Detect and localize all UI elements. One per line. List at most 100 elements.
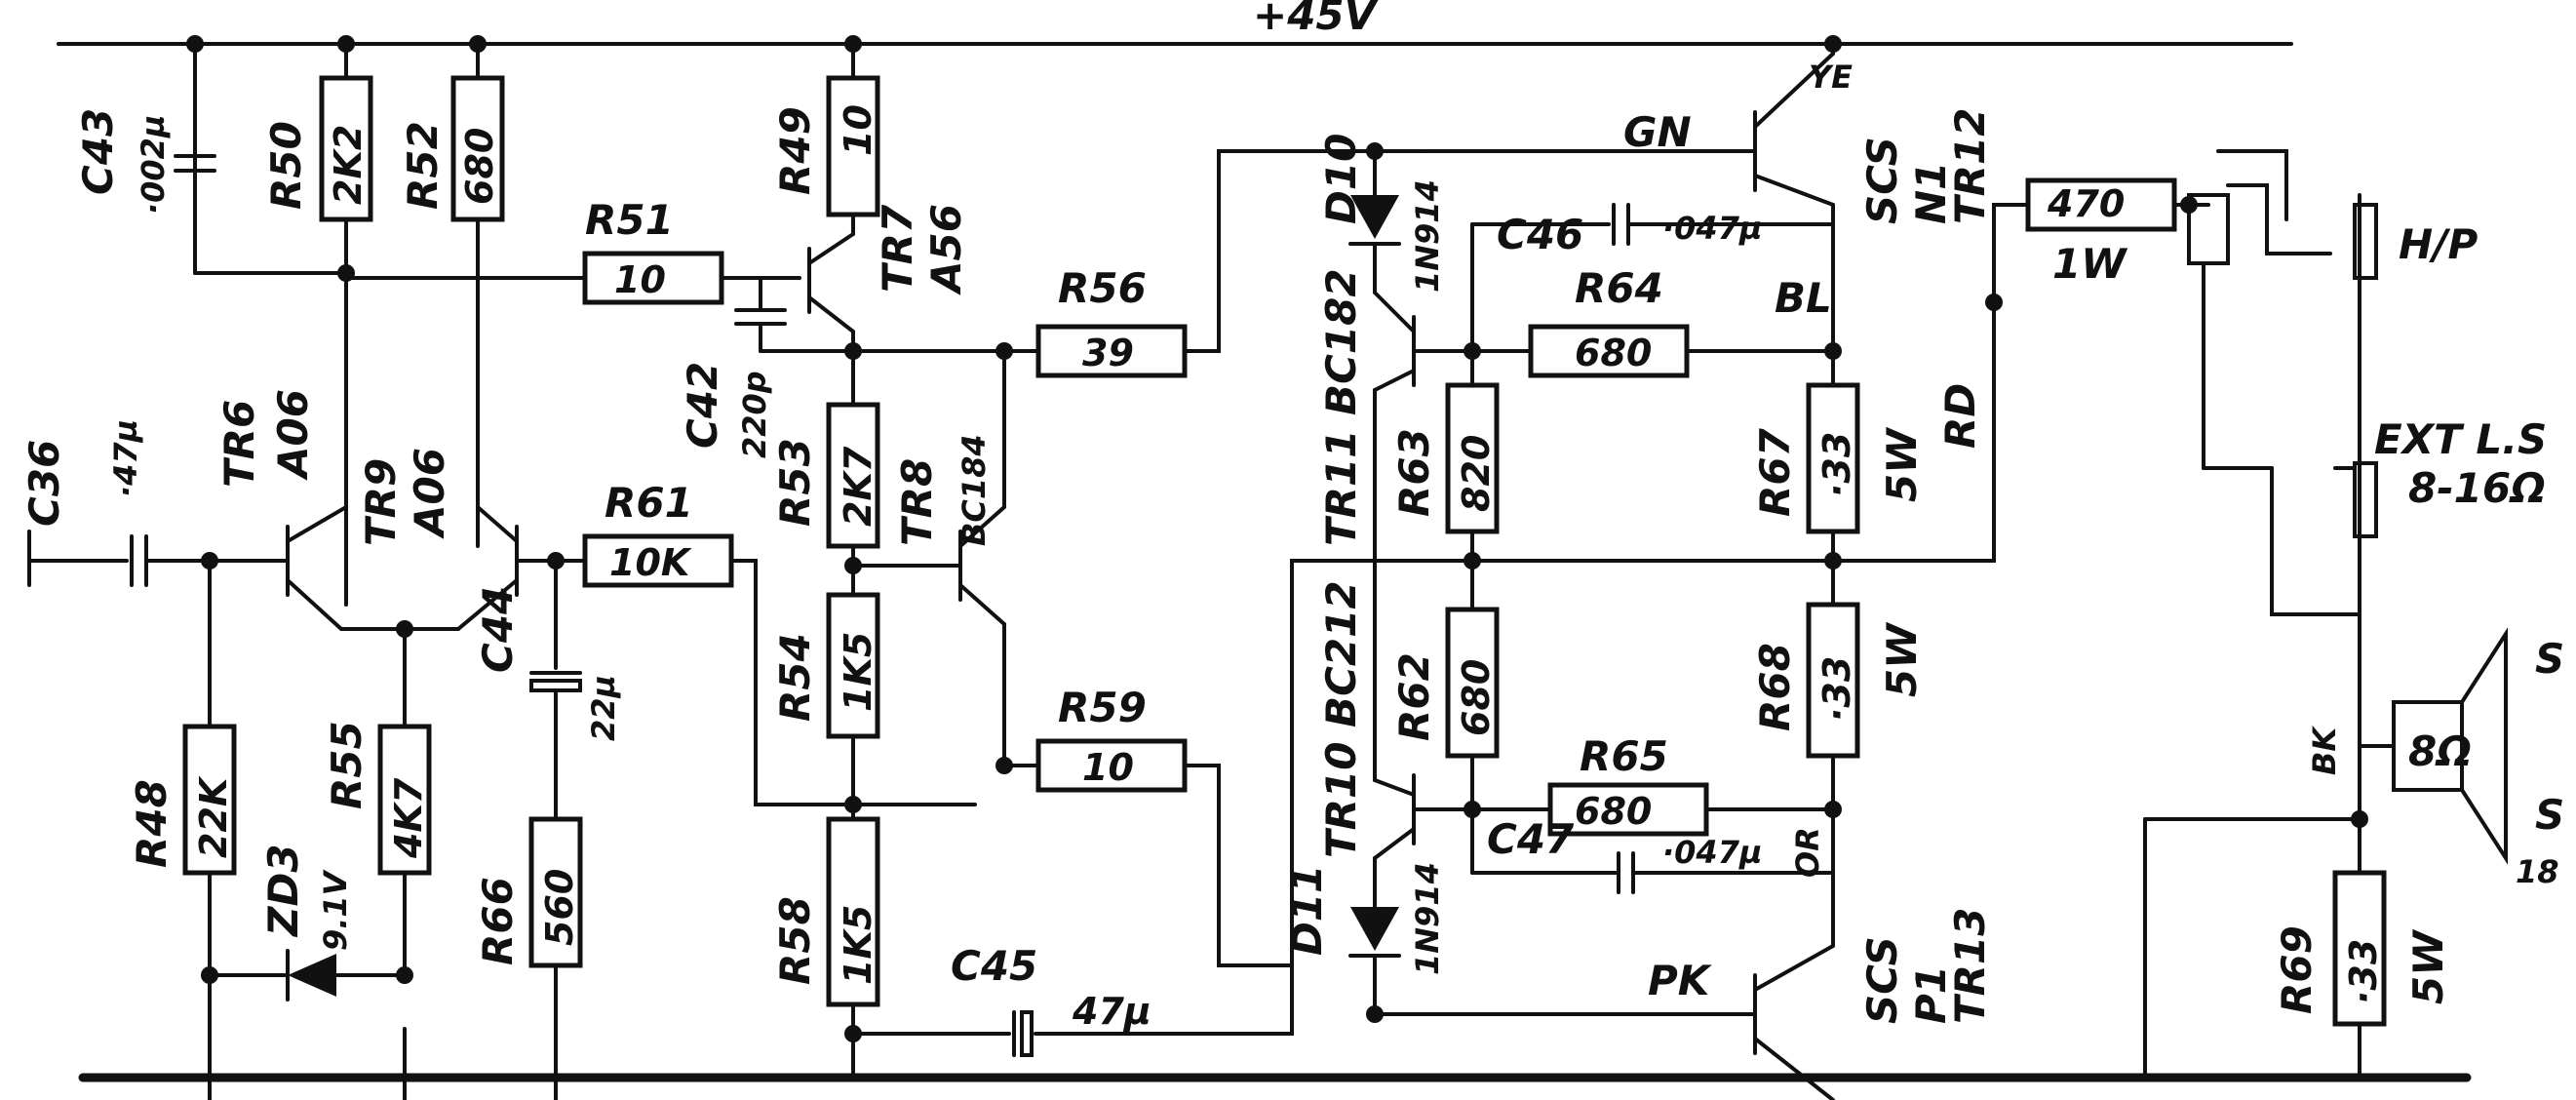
svg-text:220p: 220p bbox=[736, 371, 773, 458]
rating-r67: 5W bbox=[1878, 426, 1926, 502]
wire-label-or: OR bbox=[1789, 827, 1826, 878]
label-tr6: TR6 bbox=[215, 400, 263, 488]
svg-text:R63: R63 bbox=[1390, 428, 1438, 517]
svg-text:R49: R49 bbox=[771, 106, 819, 195]
svg-text:10: 10 bbox=[837, 104, 879, 156]
svg-text:D10: D10 bbox=[1317, 134, 1365, 224]
right-fragment-1: S bbox=[2535, 635, 2564, 683]
svg-text:2K2: 2K2 bbox=[327, 125, 370, 205]
label-c45: C45 bbox=[951, 942, 1037, 990]
value-c45: 47µ bbox=[1072, 990, 1151, 1033]
svg-text:R53: R53 bbox=[771, 438, 819, 527]
value-r62: 680 bbox=[1455, 659, 1498, 736]
label-tr13-p1: P1 bbox=[1907, 965, 1955, 1024]
svg-text:SCS: SCS bbox=[1858, 137, 1906, 224]
value-r69: ·33 bbox=[2342, 939, 2385, 1004]
value-r64: 680 bbox=[1575, 332, 1652, 374]
value-r53: 2K7 bbox=[837, 446, 879, 527]
label-tr13-ref: TR13 bbox=[1946, 908, 1994, 1024]
svg-text:TR11 BC182: TR11 BC182 bbox=[1317, 268, 1365, 546]
svg-text:4K7: 4K7 bbox=[387, 777, 430, 859]
svg-text:2K7: 2K7 bbox=[837, 446, 879, 527]
svg-text:680: 680 bbox=[458, 128, 501, 205]
svg-text:N1: N1 bbox=[1907, 162, 1955, 224]
label-c36: C36 bbox=[20, 440, 68, 527]
value-c46: ·047µ bbox=[1662, 210, 1763, 247]
svg-text:TR9: TR9 bbox=[357, 458, 405, 546]
right-fragment-2: S bbox=[2535, 791, 2564, 839]
value-r58: 1K5 bbox=[837, 905, 879, 985]
type-tr9: A06 bbox=[406, 448, 453, 539]
label-r50: R50 bbox=[262, 121, 310, 210]
svg-text:R48: R48 bbox=[128, 779, 176, 868]
value-c42: 220p bbox=[736, 371, 773, 458]
label-c47: C47 bbox=[1487, 815, 1575, 863]
value-c36: ·47µ bbox=[107, 419, 144, 497]
label-ext-speaker: EXT L.S bbox=[2374, 415, 2547, 463]
label-r61: R61 bbox=[605, 479, 693, 527]
resistor-r52 bbox=[450, 75, 505, 222]
speaker-cone bbox=[2460, 627, 2508, 865]
supply-label: +45V bbox=[1253, 0, 1380, 39]
label-c46: C46 bbox=[1497, 211, 1583, 258]
svg-text:C44: C44 bbox=[474, 586, 522, 673]
type-tr7: A56 bbox=[922, 204, 970, 295]
label-r62: R62 bbox=[1390, 652, 1438, 741]
svg-text:·002µ: ·002µ bbox=[135, 115, 172, 216]
svg-text:1K5: 1K5 bbox=[837, 632, 879, 712]
svg-text:C42: C42 bbox=[679, 362, 726, 449]
value-r48: 22K bbox=[192, 775, 235, 858]
label-c43: C43 bbox=[74, 108, 122, 195]
svg-text:C36: C36 bbox=[20, 440, 68, 527]
svg-text:R52: R52 bbox=[399, 121, 447, 210]
value-r68: ·33 bbox=[1815, 656, 1858, 722]
value-r51: 10 bbox=[614, 258, 666, 301]
label-r53: R53 bbox=[771, 438, 819, 527]
resistor-r66 bbox=[528, 816, 583, 968]
label-zd3: ZD3 bbox=[259, 844, 307, 938]
diode-d11 bbox=[1350, 907, 1399, 951]
label-tr11: TR11 BC182 bbox=[1317, 268, 1365, 546]
wire-label-rd: RD bbox=[1936, 383, 1984, 449]
svg-text:820: 820 bbox=[1455, 435, 1498, 512]
value-r67: ·33 bbox=[1815, 432, 1858, 497]
label-tr8: TR8 bbox=[893, 458, 941, 546]
value-r59: 10 bbox=[1082, 746, 1134, 789]
svg-text:P1: P1 bbox=[1907, 965, 1955, 1024]
value-r50: 2K2 bbox=[327, 125, 370, 205]
value-c47: ·047µ bbox=[1662, 834, 1763, 871]
label-r67: R67 bbox=[1751, 427, 1799, 517]
svg-text:TR6: TR6 bbox=[215, 400, 263, 488]
value-r66: 560 bbox=[538, 869, 581, 946]
svg-text:TR10 BC212: TR10 BC212 bbox=[1317, 580, 1365, 858]
label-r49: R49 bbox=[771, 106, 819, 195]
svg-text:·33: ·33 bbox=[1815, 432, 1858, 497]
value-zd3: 9.1V bbox=[317, 869, 354, 951]
label-c44: C44 bbox=[474, 586, 522, 673]
label-tr12-n1: N1 bbox=[1907, 162, 1955, 224]
svg-text:TR8: TR8 bbox=[893, 458, 941, 546]
resistor-r59 bbox=[1035, 738, 1188, 793]
label-headphone: H/P bbox=[2399, 220, 2478, 268]
resistor-r49 bbox=[826, 75, 880, 217]
value-r56: 39 bbox=[1082, 332, 1134, 374]
label-c43-value: ·002µ bbox=[135, 115, 172, 216]
svg-text:R58: R58 bbox=[771, 896, 819, 985]
wire-label-ye: YE bbox=[1809, 59, 1853, 96]
svg-text:BC184: BC184 bbox=[956, 434, 993, 546]
wire-label-bl: BL bbox=[1775, 274, 1832, 322]
wire-label-pk: PK bbox=[1648, 957, 1713, 1004]
label-r55: R55 bbox=[323, 721, 371, 809]
resistor-r64 bbox=[1528, 324, 1690, 378]
svg-text:C43: C43 bbox=[74, 108, 122, 195]
resistor-r68 bbox=[1806, 602, 1860, 759]
resistor-r58 bbox=[826, 816, 880, 1007]
value-c44: 22µ bbox=[585, 675, 622, 741]
svg-text:TR7: TR7 bbox=[874, 204, 921, 293]
label-r51: R51 bbox=[585, 196, 674, 244]
svg-text:22µ: 22µ bbox=[585, 675, 622, 741]
label-r48: R48 bbox=[128, 779, 176, 868]
svg-text:A06: A06 bbox=[269, 389, 317, 481]
label-tr10: TR10 BC212 bbox=[1317, 580, 1365, 858]
value-r55: 4K7 bbox=[387, 777, 430, 859]
